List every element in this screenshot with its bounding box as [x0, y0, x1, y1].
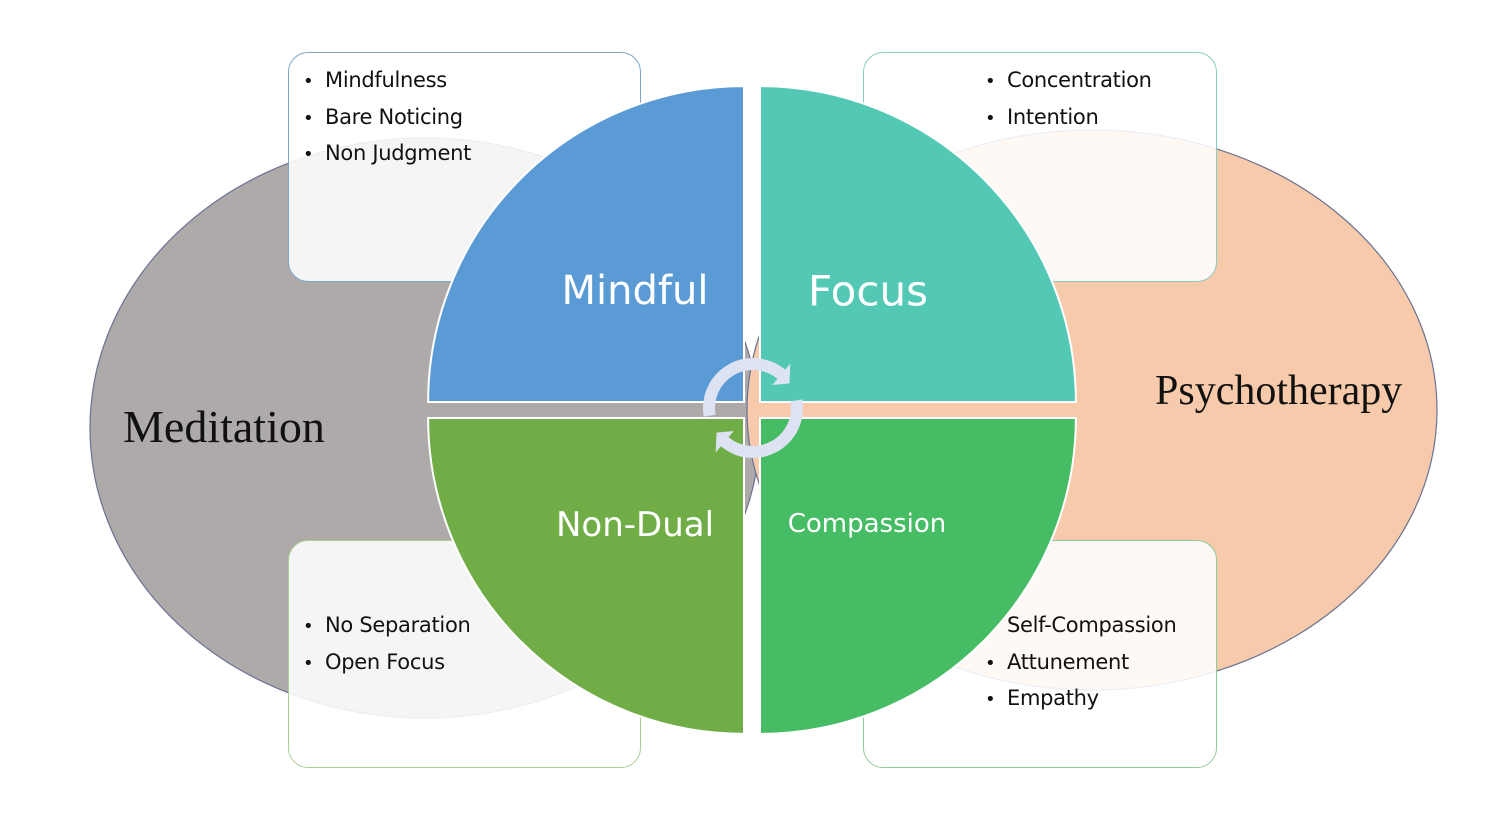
focus-traits-list: •Concentration •Intention [985, 63, 1152, 136]
list-item: •Empathy [985, 686, 1099, 710]
list-item: •Attunement [985, 649, 1129, 674]
list-item: •Open Focus [303, 649, 445, 674]
psychotherapy-label: Psychotherapy [1155, 368, 1403, 414]
clockwise-arrow-top-icon [703, 358, 791, 417]
list-item: •No Separation [303, 613, 471, 637]
mindful-label: Mindful [561, 268, 709, 314]
focus-label: Focus [808, 266, 928, 316]
list-item: •Mindfulness [303, 68, 447, 92]
list-item: •Intention [985, 104, 1099, 129]
compassion-label: Compassion [787, 509, 947, 539]
mindful-traits-list: •Mindfulness •Bare Noticing •Non Judgmen… [303, 63, 471, 173]
cycle-arrows-icon [703, 358, 803, 458]
clockwise-arrow-bottom-icon [715, 399, 803, 458]
quadrant-compassion [759, 417, 1077, 735]
meditation-label: Meditation [123, 401, 325, 452]
non-dual-label: Non-Dual [555, 505, 715, 545]
quadrant-non-dual [427, 417, 745, 735]
list-item: •Non Judgment [303, 141, 472, 165]
quadrant-mindful [427, 85, 745, 403]
list-item: •Bare Noticing [303, 104, 463, 129]
nondual-traits-list: •No Separation •Open Focus [303, 608, 471, 681]
list-item: •Concentration [985, 68, 1152, 92]
quadrant-focus [759, 85, 1077, 403]
